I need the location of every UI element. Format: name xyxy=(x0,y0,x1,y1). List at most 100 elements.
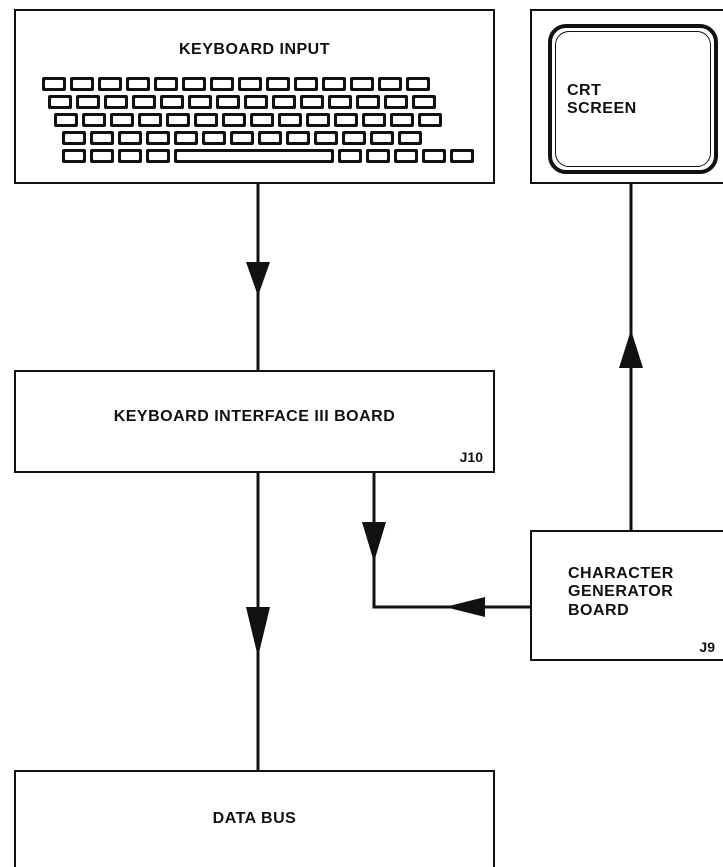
keyboard-key xyxy=(90,149,114,163)
keyboard-key xyxy=(422,149,446,163)
keyboard-key xyxy=(160,95,184,109)
keyboard-key xyxy=(62,131,86,145)
keyboard-key xyxy=(54,113,78,127)
keyboard-key xyxy=(174,149,334,163)
keyboard-key-face xyxy=(205,134,223,142)
keyboard-key xyxy=(118,131,142,145)
keyboard-key xyxy=(110,113,134,127)
keyboard-key xyxy=(418,113,442,127)
keyboard-key-face xyxy=(337,116,355,124)
keyboard-key-face xyxy=(303,98,321,106)
keyboard-key-face xyxy=(373,134,391,142)
crt-screen-glass xyxy=(555,31,711,167)
keyboard-key-face xyxy=(65,134,83,142)
j9-connector-label: J9 xyxy=(699,639,715,655)
keyboard-key-face xyxy=(149,134,167,142)
keyboard-key-face xyxy=(51,98,69,106)
keyboard-key-face xyxy=(365,116,383,124)
keyboard-interface-box: KEYBOARD INTERFACE III BOARD J10 xyxy=(14,370,495,473)
keyboard-key xyxy=(138,113,162,127)
keyboard-key-face xyxy=(421,116,439,124)
keyboard-key-face xyxy=(369,152,387,160)
keyboard-key xyxy=(278,113,302,127)
keyboard-key-face xyxy=(397,152,415,160)
keyboard-key-face xyxy=(325,80,343,88)
keyboard-key xyxy=(42,77,66,91)
keyboard-interface-title: KEYBOARD INTERFACE III BOARD xyxy=(113,408,396,425)
keyboard-key-face xyxy=(73,80,91,88)
crt-screen-box: CRT SCREEN xyxy=(530,9,723,184)
keyboard-keys xyxy=(36,77,474,169)
keyboard-key-face xyxy=(163,98,181,106)
keyboard-key xyxy=(238,77,262,91)
keyboard-key xyxy=(384,95,408,109)
keyboard-key-face xyxy=(341,152,359,160)
keyboard-key-face xyxy=(409,80,427,88)
keyboard-key-face xyxy=(359,98,377,106)
keyboard-key xyxy=(328,95,352,109)
keyboard-key-face xyxy=(107,98,125,106)
keyboard-key-face xyxy=(149,152,167,160)
keyboard-key xyxy=(306,113,330,127)
chargen-title-line3: BOARD xyxy=(568,601,630,619)
keyboard-key xyxy=(244,95,268,109)
keyboard-key-face xyxy=(185,80,203,88)
keyboard-key xyxy=(182,77,206,91)
keyboard-key-face xyxy=(247,98,265,106)
keyboard-key-face xyxy=(401,134,419,142)
keyboard-key-face xyxy=(241,80,259,88)
arrow-left-to-interface-line xyxy=(445,597,485,617)
keyboard-key xyxy=(132,95,156,109)
chargen-title-line1: CHARACTER xyxy=(568,565,674,582)
keyboard-key xyxy=(146,149,170,163)
keyboard-key xyxy=(266,77,290,91)
arrow-down-to-chargen-line xyxy=(362,522,386,562)
keyboard-key-face xyxy=(345,134,363,142)
keyboard-key-face xyxy=(281,116,299,124)
keyboard-key xyxy=(166,113,190,127)
keyboard-key-face xyxy=(381,80,399,88)
keyboard-key xyxy=(258,131,282,145)
keyboard-key xyxy=(314,131,338,145)
keyboard-key-face xyxy=(297,80,315,88)
keyboard-key xyxy=(406,77,430,91)
keyboard-key-face xyxy=(113,116,131,124)
keyboard-key-face xyxy=(169,116,187,124)
keyboard-key-face xyxy=(387,98,405,106)
keyboard-key xyxy=(76,95,100,109)
keyboard-key-face xyxy=(129,80,147,88)
keyboard-key xyxy=(216,95,240,109)
keyboard-key xyxy=(378,77,402,91)
keyboard-key-face xyxy=(93,134,111,142)
keyboard-key-face xyxy=(425,152,443,160)
arrow-down-to-interface xyxy=(246,262,270,296)
keyboard-key-face xyxy=(177,152,331,160)
chargen-to-interface-line xyxy=(372,472,530,609)
keyboard-key xyxy=(146,131,170,145)
keyboard-key-face xyxy=(65,152,83,160)
data-bus-box: DATA BUS xyxy=(14,770,495,867)
character-generator-title: CHARACTER GENERATOR BOARD xyxy=(568,565,674,620)
chargen-title-line2: GENERATOR xyxy=(568,583,674,601)
keyboard-key-face xyxy=(79,98,97,106)
keyboard-key xyxy=(154,77,178,91)
keyboard-key xyxy=(362,113,386,127)
keyboard-key-face xyxy=(353,80,371,88)
keyboard-key-face xyxy=(121,134,139,142)
keyboard-key xyxy=(334,113,358,127)
keyboard-illustration xyxy=(36,77,474,169)
keyboard-key-face xyxy=(141,116,159,124)
keyboard-key xyxy=(98,77,122,91)
keyboard-key xyxy=(322,77,346,91)
keyboard-key xyxy=(390,113,414,127)
keyboard-key xyxy=(350,77,374,91)
keyboard-key xyxy=(412,95,436,109)
keyboard-key xyxy=(394,149,418,163)
keyboard-key xyxy=(300,95,324,109)
keyboard-key xyxy=(356,95,380,109)
keyboard-key-face xyxy=(157,80,175,88)
j10-connector-label: J10 xyxy=(459,449,483,465)
keyboard-key-face xyxy=(415,98,433,106)
keyboard-key-face xyxy=(191,98,209,106)
